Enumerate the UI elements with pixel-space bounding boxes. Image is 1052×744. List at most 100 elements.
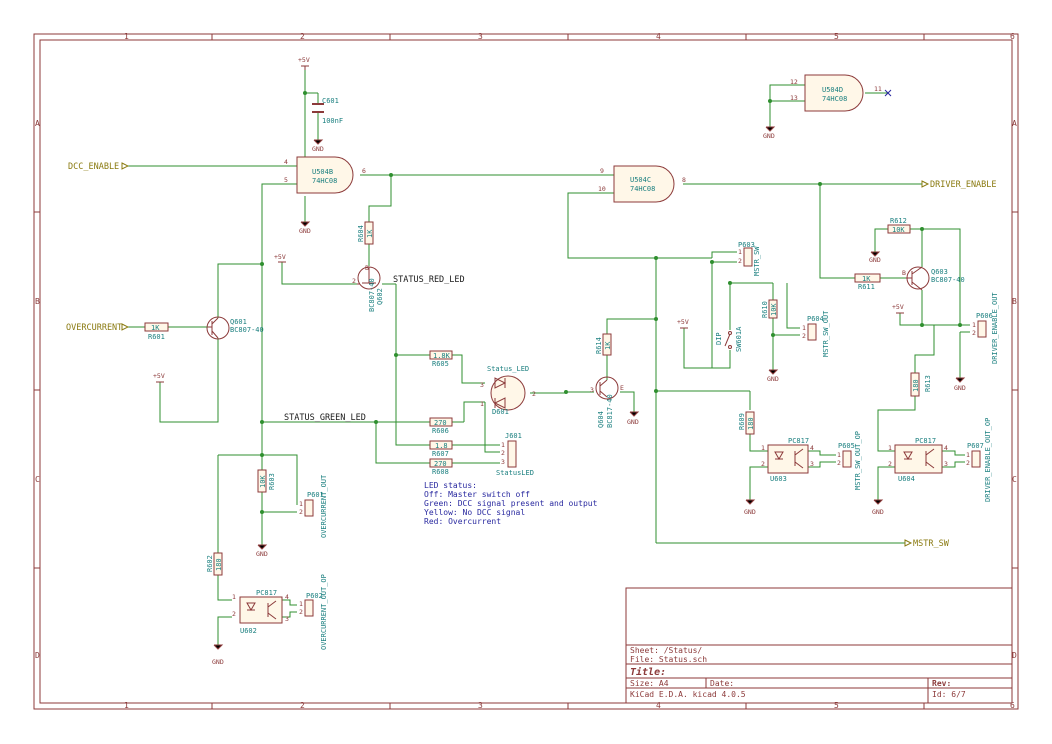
connector-p604: 1 2 P604 MSTR_SW_OUT bbox=[802, 310, 830, 357]
tb-date: Date: bbox=[710, 679, 734, 688]
col-label-2: 2 bbox=[300, 32, 305, 41]
svg-text:3: 3 bbox=[501, 458, 505, 466]
net-label-driver-enable: DRIVER_ENABLE bbox=[930, 180, 997, 190]
resistor-r601: 1K R601 bbox=[144, 322, 169, 341]
resistor-r613: 180 R613 bbox=[910, 372, 932, 397]
p601-value: OVERCURRENT_OUT bbox=[320, 474, 328, 538]
j601-ref: J601 bbox=[505, 432, 522, 440]
gnd-label-u504d: GND bbox=[763, 132, 775, 140]
row-label-a-right: A bbox=[1012, 119, 1017, 128]
connector-p605: 1 2 P605 MSTR_SW_OUT_OP bbox=[837, 431, 862, 490]
gnd-label-p606: GND bbox=[954, 384, 966, 392]
svg-text:1: 1 bbox=[232, 593, 236, 601]
row-label-d: D bbox=[35, 651, 40, 660]
u504b-value: 74HC08 bbox=[312, 177, 337, 185]
resistor-r611: 1K R611 bbox=[854, 273, 881, 291]
connector-p603: 1 2 P603 MSTR_SW bbox=[738, 241, 761, 276]
tb-id: Id: 6/7 bbox=[932, 690, 966, 699]
tb-sheet: Sheet: /Status/ bbox=[630, 646, 702, 655]
plus5v-label-q603: +5V bbox=[892, 303, 904, 311]
svg-text:E: E bbox=[620, 384, 624, 392]
u603-value: PC817 bbox=[788, 437, 809, 445]
net-label-status-red-led: STATUS_RED_LED bbox=[393, 275, 465, 285]
col-label-1-bottom: 1 bbox=[124, 701, 129, 710]
power-symbols: +5V GND GND +5V +5V GND +5V GND GND GND … bbox=[153, 56, 966, 666]
title-block: Sheet: /Status/ File: Status.sch Title: … bbox=[625, 587, 1013, 704]
sw601-value: DIP bbox=[715, 332, 723, 345]
svg-text:2: 2 bbox=[501, 449, 505, 457]
u504d-pin-12: 12 bbox=[790, 78, 798, 86]
r606-value: 270 bbox=[434, 419, 447, 427]
connector-j601: 1 2 3 J601 StatusLED bbox=[496, 432, 534, 477]
u504c-ref: U504C bbox=[630, 176, 651, 184]
net-label-dcc-enable: DCC_ENABLE bbox=[68, 162, 119, 172]
col-label-6: 6 bbox=[1010, 32, 1015, 41]
resistor-r602: 180 R602 bbox=[206, 552, 223, 576]
p606-value: DRIVER_ENABLE_OUT bbox=[991, 292, 999, 364]
q603-value: BC807-40 bbox=[931, 276, 965, 284]
transistor-q602: 2 B Q602 BC807-40 bbox=[352, 264, 384, 312]
u603-ref: U603 bbox=[770, 475, 787, 483]
u504b-ref: U504B bbox=[312, 168, 333, 176]
svg-text:1: 1 bbox=[480, 400, 484, 408]
col-label-5: 5 bbox=[834, 32, 839, 41]
q602-ref: Q602 bbox=[376, 288, 384, 305]
p607-ref: P607 bbox=[967, 442, 984, 450]
p602-value: OVERCURRENT_OUT_OP bbox=[320, 574, 328, 650]
p603-ref: P603 bbox=[738, 241, 755, 249]
q601-ref: Q601 bbox=[230, 318, 247, 326]
q604-value: BC817-40 bbox=[606, 394, 614, 428]
r610-value: 10K bbox=[770, 303, 778, 316]
resistor-r607: 1.8 R607 bbox=[429, 440, 453, 458]
svg-text:3: 3 bbox=[810, 460, 814, 468]
r606-ref: R606 bbox=[432, 427, 449, 435]
svg-text:2: 2 bbox=[532, 390, 536, 398]
u504b-pin-4: 4 bbox=[284, 158, 288, 166]
r611-value: 1K bbox=[862, 275, 871, 283]
d601-ref: D601 bbox=[492, 408, 509, 416]
col-label-4: 4 bbox=[656, 32, 661, 41]
resistor-r605: 1.8K R605 bbox=[429, 350, 453, 368]
connector-p606: 1 2 P606 DRIVER_ENABLE_OUT bbox=[972, 292, 999, 364]
resistor-r612: 10K R612 bbox=[887, 217, 911, 234]
q602-value: BC807-40 bbox=[368, 278, 376, 312]
svg-text:2: 2 bbox=[232, 610, 236, 618]
r610-ref: R610 bbox=[761, 301, 769, 318]
wires bbox=[128, 70, 970, 645]
r613-ref: R613 bbox=[924, 375, 932, 392]
r604-value: 1K bbox=[366, 229, 374, 238]
col-label-1: 1 bbox=[124, 32, 129, 41]
note-line-2: Off: Master switch off bbox=[424, 490, 530, 499]
r604-ref: R604 bbox=[357, 225, 365, 242]
note-line-5: Red: Overcurrent bbox=[424, 517, 501, 526]
u504d-pin-13: 13 bbox=[790, 94, 798, 102]
resistor-r609: 180 R609 bbox=[738, 411, 755, 435]
svg-text:B: B bbox=[902, 269, 906, 277]
tb-size: Size: A4 bbox=[630, 679, 669, 688]
q603-ref: Q603 bbox=[931, 268, 948, 276]
gnd-label-u604: GND bbox=[872, 508, 884, 516]
svg-text:3: 3 bbox=[285, 615, 289, 623]
sw601-ref: SW601A bbox=[735, 326, 743, 352]
svg-text:2: 2 bbox=[802, 332, 806, 340]
u602-ref: U602 bbox=[240, 627, 257, 635]
svg-text:1: 1 bbox=[837, 451, 841, 459]
svg-text:2: 2 bbox=[888, 460, 892, 468]
tb-file: File: Status.sch bbox=[630, 655, 707, 664]
net-label-status-green-led: STATUS_GREEN_LED bbox=[284, 413, 366, 423]
r609-value: 180 bbox=[747, 417, 755, 430]
transistor-q603: B Q603 BC807-40 bbox=[902, 266, 965, 291]
tb-rev: Rev: bbox=[932, 679, 951, 688]
r601-value: 1K bbox=[151, 324, 160, 332]
tb-title: Title: bbox=[630, 666, 666, 678]
led-d601: Status_LED D601 3 1 2 bbox=[480, 365, 536, 416]
col-label-6-bottom: 6 bbox=[1010, 701, 1015, 710]
u504c-pin-8: 8 bbox=[682, 176, 686, 184]
p607-value: DRIVER_ENABLE_OUT_OP bbox=[984, 418, 992, 502]
row-label-a: A bbox=[35, 119, 40, 128]
svg-text:2: 2 bbox=[299, 508, 303, 516]
r612-ref: R612 bbox=[890, 217, 907, 225]
svg-text:4: 4 bbox=[810, 444, 814, 452]
svg-text:1: 1 bbox=[299, 600, 303, 608]
r603-value: 10K bbox=[259, 475, 267, 488]
